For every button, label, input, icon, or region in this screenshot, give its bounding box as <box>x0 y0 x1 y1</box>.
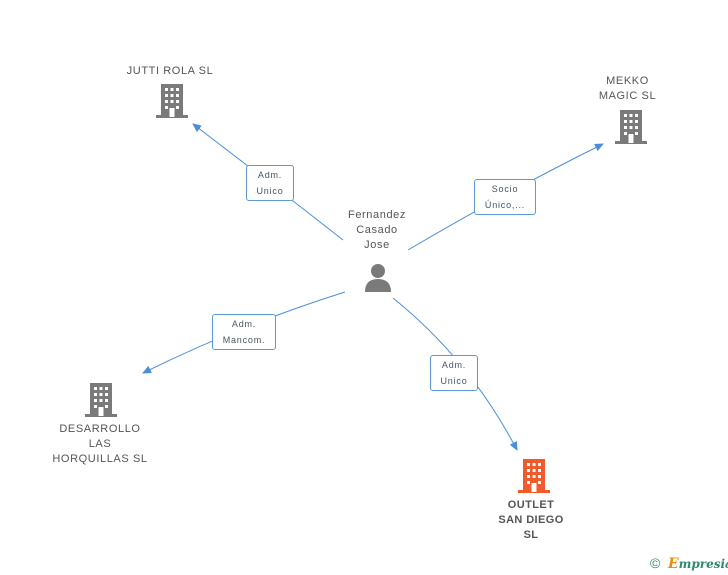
building-icon[interactable] <box>85 383 117 417</box>
company-outlet-label[interactable]: OUTLET SAN DIEGO SL <box>480 498 582 543</box>
role-badge-desarrollo[interactable]: Adm. Mancom. <box>212 314 276 350</box>
copyright-symbol: © <box>650 555 661 571</box>
person-name[interactable]: Fernandez Casado Jose <box>330 208 424 253</box>
company-jutti-label[interactable]: JUTTI ROLA SL <box>110 64 230 79</box>
company-mekko-label[interactable]: MEKKO MAGIC SL <box>580 74 675 104</box>
company-mekko-name-line-2: MAGIC SL <box>598 90 657 102</box>
company-desarrollo-name-line-2: LAS <box>88 438 112 450</box>
person-name-line-3: Jose <box>364 239 390 251</box>
building-main-icon[interactable] <box>518 459 550 493</box>
role-mekko-line-1: Socio <box>491 184 519 194</box>
role-jutti-line-2: Unico <box>256 186 284 196</box>
logo-initial: E <box>668 556 679 572</box>
role-badge-mekko[interactable]: Socio Único,... <box>474 179 536 215</box>
company-desarrollo-label[interactable]: DESARROLLO LAS HORQUILLAS SL <box>40 422 160 467</box>
role-desarrollo-line-2: Mancom. <box>222 335 266 345</box>
logo-text: mpresia <box>678 557 728 571</box>
building-icon[interactable] <box>615 110 647 144</box>
person-icon[interactable] <box>363 262 393 292</box>
company-desarrollo-name-line-3: HORQUILLAS SL <box>52 453 148 465</box>
company-mekko-name-line-1: MEKKO <box>606 75 649 87</box>
role-badge-jutti[interactable]: Adm. Unico <box>246 165 294 201</box>
role-outlet-line-2: Unico <box>440 376 468 386</box>
person-name-line-2: Casado <box>356 224 398 236</box>
role-jutti-line-1: Adm. <box>257 170 283 180</box>
company-outlet-name-line-3: SL <box>523 529 539 541</box>
company-outlet-name-line-1: OUTLET <box>507 499 555 511</box>
empresia-logo[interactable]: Empresia <box>668 556 728 572</box>
company-outlet-name-line-2: SAN DIEGO <box>498 514 564 526</box>
role-badge-outlet[interactable]: Adm. Unico <box>430 355 478 391</box>
company-jutti-name: JUTTI ROLA SL <box>126 65 214 77</box>
role-mekko-line-2: Único,... <box>484 200 526 210</box>
building-icon[interactable] <box>156 84 188 118</box>
role-desarrollo-line-1: Adm. <box>231 319 257 329</box>
person-name-line-1: Fernandez <box>348 209 406 221</box>
role-outlet-line-1: Adm. <box>441 360 467 370</box>
company-desarrollo-name-line-1: DESARROLLO <box>59 423 141 435</box>
